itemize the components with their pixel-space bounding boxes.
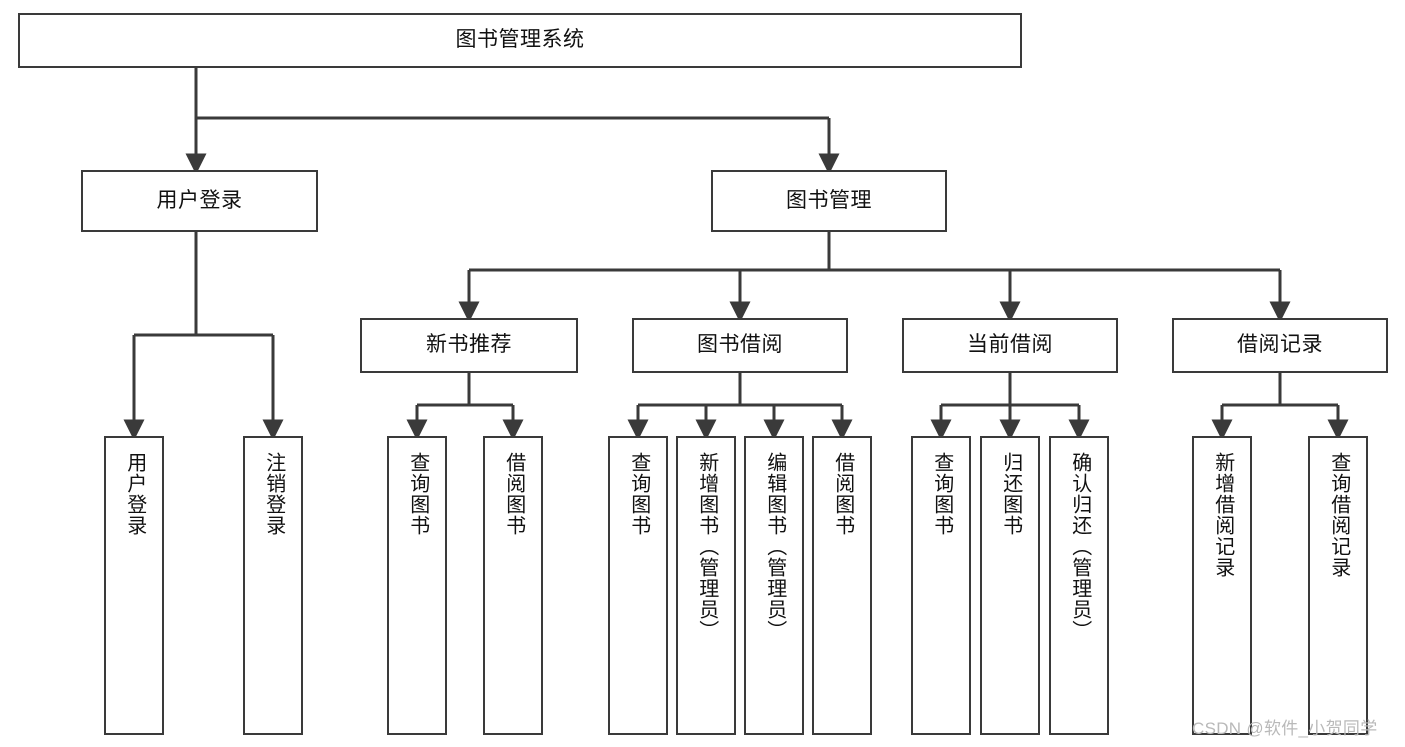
node-leaf-add-borrow-record-label: 新增借阅记录 [1211, 452, 1234, 578]
node-leaf-query-book-current-label: 查询图书 [930, 452, 953, 536]
node-leaf-add-borrow-record[interactable]: 新增借阅记录 [1192, 436, 1252, 735]
node-new-book-recommend-label: 新书推荐 [426, 333, 512, 357]
node-book-manage[interactable]: 图书管理 [711, 170, 947, 232]
node-leaf-user-login-label: 用户登录 [123, 452, 146, 536]
node-leaf-user-login[interactable]: 用户登录 [104, 436, 164, 735]
node-leaf-confirm-return-admin[interactable]: 确认归还（管理员） [1049, 436, 1109, 735]
node-leaf-edit-book-admin-label: 编辑图书（管理员） [763, 452, 786, 641]
node-leaf-edit-book-admin[interactable]: 编辑图书（管理员） [744, 436, 804, 735]
node-leaf-logout[interactable]: 注销登录 [243, 436, 303, 735]
node-leaf-borrow-book[interactable]: 借阅图书 [812, 436, 872, 735]
node-borrow-record[interactable]: 借阅记录 [1172, 318, 1388, 373]
node-leaf-borrow-book-recommend-label: 借阅图书 [502, 452, 525, 536]
node-book-borrow[interactable]: 图书借阅 [632, 318, 848, 373]
node-book-borrow-label: 图书借阅 [697, 333, 783, 357]
node-root-label: 图书管理系统 [455, 28, 585, 52]
node-leaf-return-book[interactable]: 归还图书 [980, 436, 1040, 735]
node-user-login-label: 用户登录 [156, 188, 243, 212]
node-leaf-borrow-book-recommend[interactable]: 借阅图书 [483, 436, 543, 735]
node-leaf-add-book-admin-label: 新增图书（管理员） [695, 452, 718, 641]
node-current-borrow-label: 当前借阅 [967, 333, 1053, 357]
node-leaf-query-borrow-record-label: 查询借阅记录 [1327, 452, 1350, 578]
node-root-system[interactable]: 图书管理系统 [18, 13, 1022, 68]
node-new-book-recommend[interactable]: 新书推荐 [360, 318, 578, 373]
node-leaf-query-book-recommend[interactable]: 查询图书 [387, 436, 447, 735]
node-borrow-record-label: 借阅记录 [1237, 333, 1323, 357]
node-leaf-query-book-label: 查询图书 [627, 452, 650, 536]
node-book-manage-label: 图书管理 [786, 188, 872, 212]
node-leaf-borrow-book-label: 借阅图书 [831, 452, 854, 536]
node-leaf-query-book-recommend-label: 查询图书 [406, 452, 429, 536]
node-leaf-add-book-admin[interactable]: 新增图书（管理员） [676, 436, 736, 735]
node-leaf-confirm-return-admin-label: 确认归还（管理员） [1068, 452, 1091, 641]
csdn-watermark: CSDN @软件_小贺同学 [1192, 719, 1378, 738]
node-leaf-query-book[interactable]: 查询图书 [608, 436, 668, 735]
node-leaf-query-borrow-record[interactable]: 查询借阅记录 [1308, 436, 1368, 735]
node-current-borrow[interactable]: 当前借阅 [902, 318, 1118, 373]
node-user-login[interactable]: 用户登录 [81, 170, 318, 232]
node-leaf-query-book-current[interactable]: 查询图书 [911, 436, 971, 735]
node-leaf-return-book-label: 归还图书 [999, 452, 1022, 536]
node-leaf-logout-label: 注销登录 [262, 452, 285, 536]
